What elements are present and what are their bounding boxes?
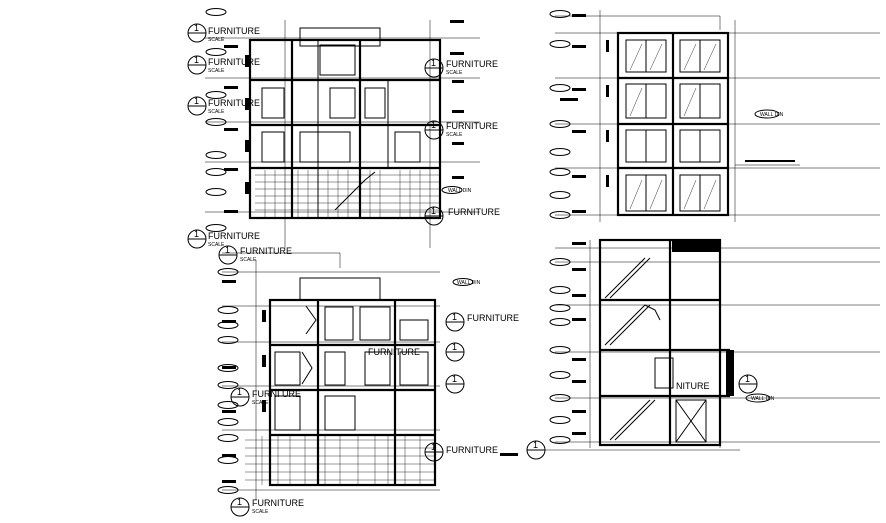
section-number: 1 — [452, 312, 457, 322]
section-number: 1 — [431, 120, 436, 130]
furniture-label: FURNITURE — [446, 445, 498, 455]
scale-label: SCALE — [208, 109, 225, 115]
partial-label: FURNITURE — [368, 347, 420, 357]
tag-text: WALL DIN — [760, 112, 784, 118]
elevation-top-left: WALL DIN — [205, 8, 480, 248]
section-bottom-right: WALL DIN NITURE 1 1 — [500, 238, 880, 460]
furniture-label: FURNITURE — [208, 26, 260, 36]
tag-text: WALL DIN — [448, 188, 472, 194]
section-number: 1 — [237, 497, 242, 507]
scale-label: SCALE — [208, 242, 225, 248]
section-markers-top-left: 1 FURNITURE SCALE 1 FURNITURE SCALE 1 FU… — [187, 23, 260, 249]
section-number: 1 — [745, 374, 750, 384]
furniture-label: FURNITURE — [446, 121, 498, 131]
section-number: 1 — [533, 440, 538, 450]
partial-label: NITURE — [676, 381, 710, 391]
section-number: 1 — [431, 58, 436, 68]
furniture-label: FURNITURE — [252, 498, 304, 508]
section-number: 1 — [452, 342, 457, 352]
section-number: 1 — [194, 229, 199, 239]
scale-label: SCALE — [252, 400, 269, 406]
section-number: 1 — [194, 55, 199, 65]
section-number: 1 — [225, 245, 230, 255]
furniture-label: FURNITURE — [448, 207, 500, 217]
section-markers-top-left-right: 1 FURNITURE SCALE 1 FURNITURE SCALE 1 FU… — [424, 58, 500, 226]
section-number: 1 — [194, 96, 199, 106]
section-number: 1 — [194, 23, 199, 33]
tag-text: WALL DIN — [751, 396, 775, 402]
section-number: 1 — [237, 387, 242, 397]
section-markers-bottom-left: 1 FURNITURE SCALE 1 FURNI URE SCALE 1 FU… — [218, 245, 519, 517]
scale-label: SCALE — [252, 509, 269, 515]
scale-label: SCALE — [208, 37, 225, 43]
section-number: 1 — [431, 206, 436, 216]
scale-label: SCALE — [208, 68, 225, 74]
section-number: 1 — [452, 374, 457, 384]
scale-label: SCALE — [446, 70, 463, 76]
furniture-label: FURNITURE — [208, 57, 260, 67]
scale-label: SCALE — [240, 257, 257, 263]
section-number: 1 — [431, 442, 436, 452]
furniture-label: FURNITURE — [208, 231, 260, 241]
furniture-label: FURNITURE — [467, 313, 519, 323]
tag-text: WALL DIN — [457, 280, 481, 286]
elevation-top-right: WALL DIN — [549, 10, 880, 222]
partial-label-2: FURNI URE — [252, 389, 301, 399]
furniture-label: FURNITURE — [446, 59, 498, 69]
furniture-label: FURNITURE — [240, 246, 292, 256]
scale-label: SCALE — [446, 132, 463, 138]
furniture-label: FURNITURE — [208, 98, 260, 108]
elevation-bottom-left: WALL DIN FURNITURE — [217, 252, 481, 500]
